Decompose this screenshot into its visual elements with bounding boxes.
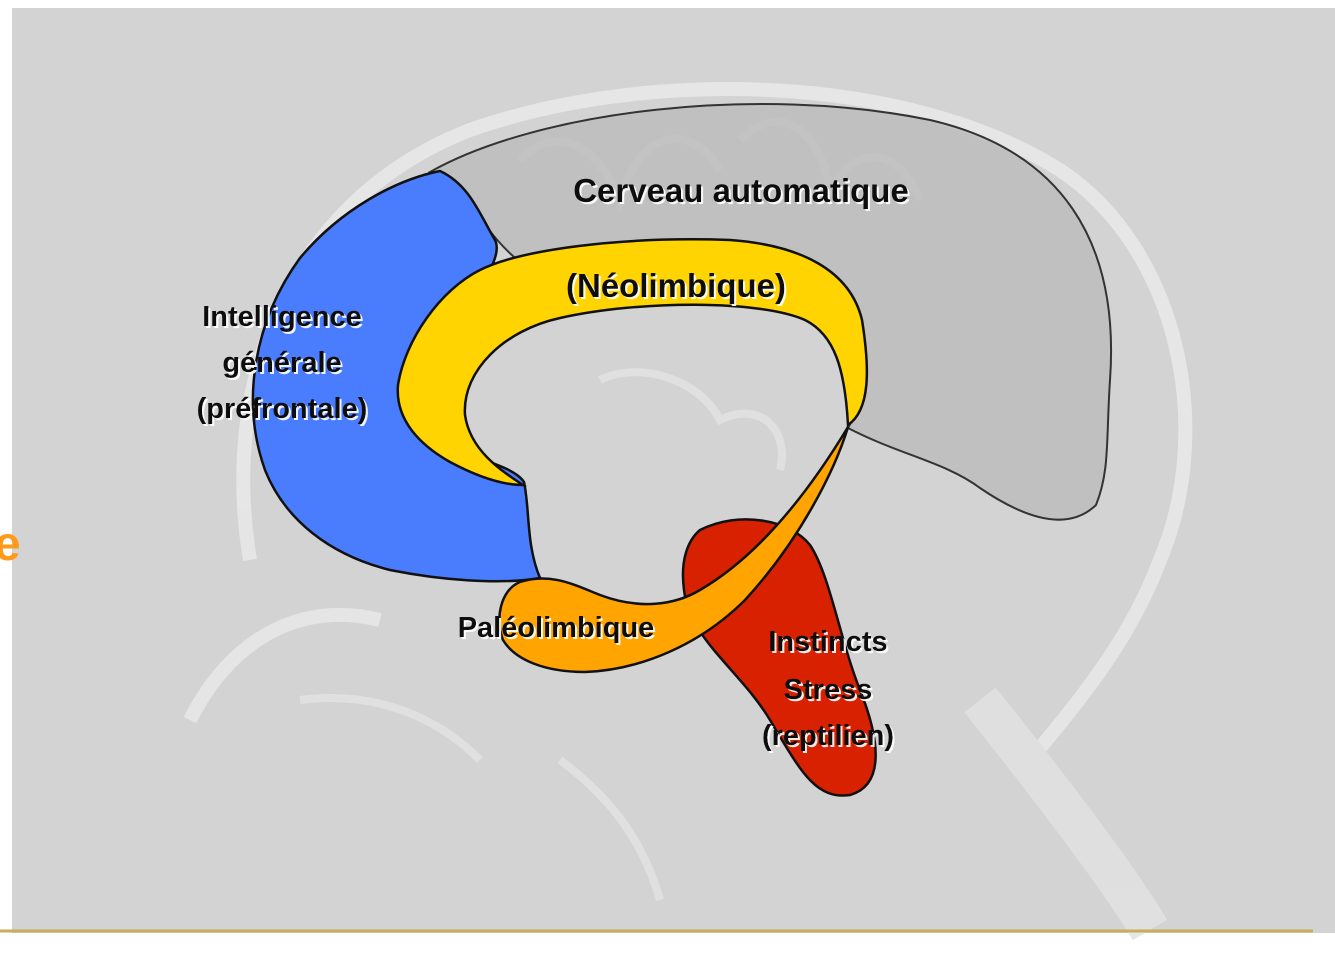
label-instincts-line3: (reptilien) [762, 720, 894, 752]
label-instincts-line2: Stress [784, 674, 873, 706]
label-cerveau-automatique: Cerveau automatique [573, 172, 909, 209]
label-paleolimbique: Paléolimbique [458, 612, 655, 644]
label-instincts-line1: Instincts [768, 626, 887, 658]
label-neolimbique: (Néolimbique) [566, 267, 786, 304]
label-intelligence-line2: générale [222, 347, 341, 379]
label-intelligence-line3: (préfrontale) [197, 393, 368, 425]
label-intelligence-line1: Intelligence [202, 301, 362, 333]
edge-fragment-text: e [0, 518, 21, 571]
